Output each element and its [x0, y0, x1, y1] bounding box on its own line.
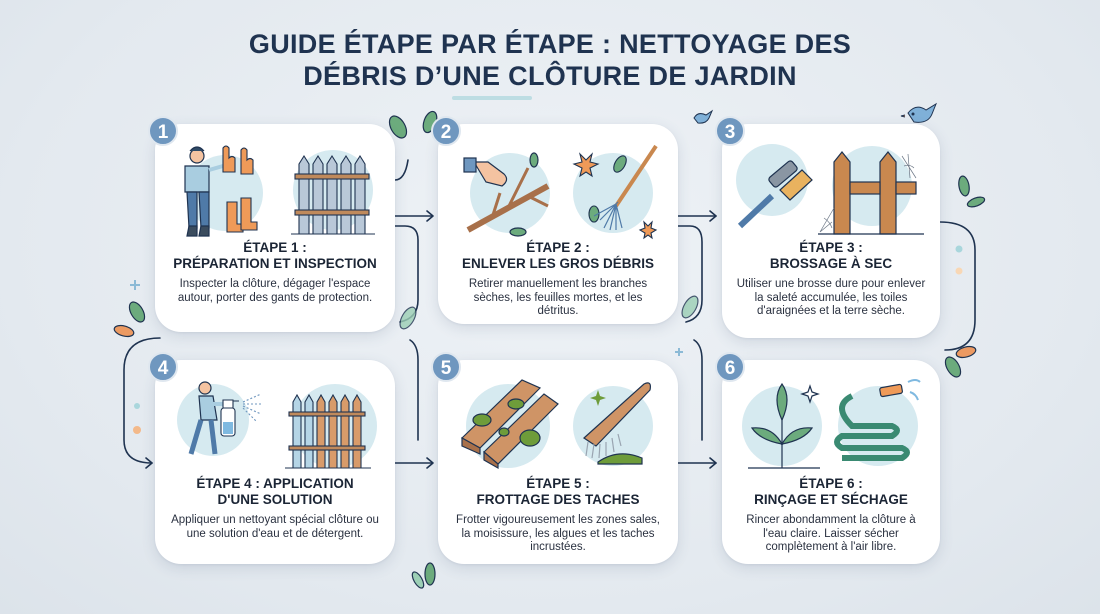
boots-icon — [226, 197, 258, 233]
step-badge-3: 3 — [715, 116, 745, 146]
fence-icon — [285, 393, 371, 469]
fence-icon — [291, 154, 375, 235]
leaves-icon — [572, 152, 658, 240]
garden-hose-icon — [834, 379, 921, 461]
step-5-illustration — [461, 379, 653, 470]
connector-3-to-6 — [939, 221, 976, 351]
step-4-description: Appliquer un nettoyant spécial clôture o… — [171, 514, 379, 540]
step-card-5: 5 ÉTAPE 5 : FROTTAGE DES TACHES Frotter … — [431, 352, 678, 564]
person-icon — [184, 146, 224, 237]
step-3-description: Utiliser une brosse dure pour enlever la… — [736, 278, 926, 317]
hand-branch-icon — [463, 152, 550, 237]
step-6-heading: ÉTAPE 6 : RINÇAGE ET SÉCHAGE — [754, 476, 908, 507]
wooden-fence-icon — [818, 151, 924, 235]
step-1-illustration — [184, 145, 375, 237]
step-card-1: 1 ÉTAPE 1 : — [148, 116, 395, 332]
step-4-illustration — [177, 381, 377, 469]
person-spraying-icon — [188, 381, 227, 455]
step-1-description: Inspecter la clôture, dégager l'espace a… — [177, 278, 373, 304]
spray-bottle-icon — [220, 393, 263, 437]
step-card-3: 3 ÉTAPE 3 : BROSSAGE À SEC Utiliser une … — [715, 116, 940, 338]
step-2-description: Retirer manuellement les branches sèches… — [468, 278, 648, 317]
step-5-description: Frotter vigoureusement les zones sales, … — [456, 514, 660, 553]
page-title: GUIDE ÉTAPE PAR ÉTAPE : NETTOYAGE DES DÉ… — [0, 28, 1100, 92]
spiderweb-icon — [819, 153, 917, 233]
title-line-2: DÉBRIS D’UNE CLÔTURE DE JARDIN — [303, 61, 797, 91]
step-5-heading: ÉTAPE 5 : FROTTAGE DES TACHES — [476, 476, 640, 507]
rake-icon — [593, 144, 658, 231]
title-underline — [452, 96, 532, 100]
step-badge-2: 2 — [431, 116, 461, 146]
step-1-heading: ÉTAPE 1 : PRÉPARATION ET INSPECTION — [173, 240, 377, 271]
plant-icon — [748, 382, 820, 469]
step-card-2: 2 ÉTAPE 2 : ENLEVER LES GROS DÉBRIS Reti… — [431, 116, 678, 324]
step-card-6: 6 ÉTAPE 6 : RINÇAGE ET SÉCHAGE Rincer ab… — [715, 352, 940, 564]
step-badge-4: 4 — [148, 352, 178, 382]
step-4-heading: ÉTAPE 4 : APPLICATION D'UNE SOLUTION — [196, 476, 354, 507]
step-2-illustration — [463, 144, 658, 240]
brush-icon — [737, 160, 813, 229]
step-6-description: Rincer abondamment la clôture à l'eau cl… — [746, 514, 916, 553]
step-card-4: 4 ÉTAPE 4 : APPLICATION — [148, 352, 395, 564]
title-line-1: GUIDE ÉTAPE PAR ÉTAPE : NETTOYAGE DES — [248, 29, 852, 59]
step-3-illustration — [736, 144, 924, 235]
step-badge-5: 5 — [431, 352, 461, 382]
step-badge-1: 1 — [148, 116, 178, 146]
step-badge-6: 6 — [715, 352, 745, 382]
step-3-heading: ÉTAPE 3 : BROSSAGE À SEC — [769, 240, 893, 271]
step-6-illustration — [742, 379, 921, 469]
step-2-heading: ÉTAPE 2 : ENLEVER LES GROS DÉBRIS — [461, 240, 655, 271]
scrub-brush-icon — [583, 382, 651, 465]
mossy-planks-icon — [461, 379, 559, 470]
gloves-icon — [222, 145, 254, 175]
